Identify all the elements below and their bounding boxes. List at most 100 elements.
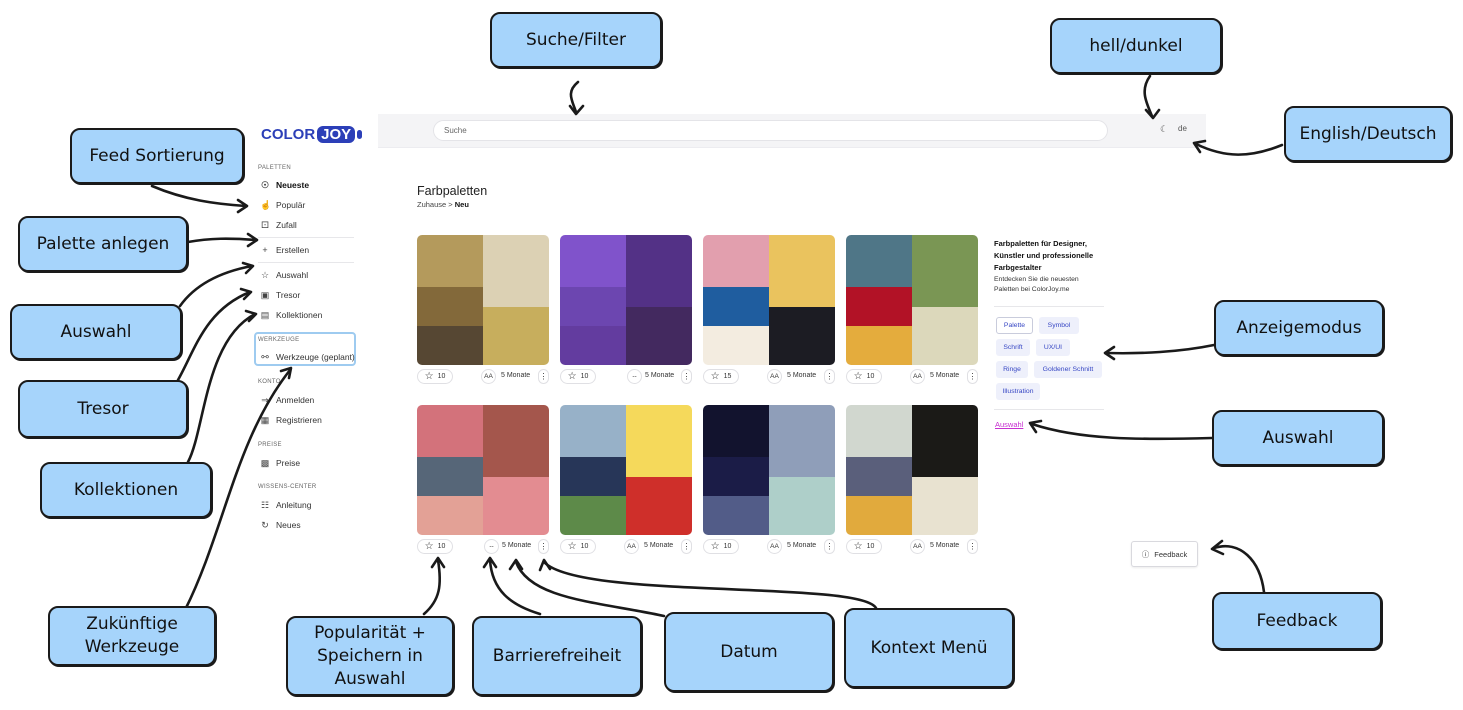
sidebar-item-preise[interactable]: ▩Preise <box>260 456 300 470</box>
like-button[interactable]: ☆10 <box>560 539 596 554</box>
like-button[interactable]: ☆10 <box>560 369 596 384</box>
sidebar-item-populaer[interactable]: ☝Populär <box>260 198 305 212</box>
color-swatch[interactable] <box>483 477 549 535</box>
context-menu-button[interactable]: ⋮ <box>538 369 549 384</box>
context-menu-button[interactable]: ⋮ <box>967 369 978 384</box>
like-button[interactable]: ☆10 <box>417 369 453 384</box>
accessibility-badge[interactable]: -- <box>627 369 642 384</box>
palette-swatches[interactable] <box>417 405 549 535</box>
color-swatch[interactable] <box>703 326 769 365</box>
accessibility-badge[interactable]: AA <box>624 539 639 554</box>
sidebar-item-registrieren[interactable]: ▦Registrieren <box>260 413 322 427</box>
color-swatch[interactable] <box>703 287 769 326</box>
auswahl-link[interactable]: Auswahl <box>995 420 1024 429</box>
palette-swatches[interactable] <box>560 405 692 535</box>
color-swatch[interactable] <box>417 405 483 457</box>
mode-chip-uxui[interactable]: UX/UI <box>1036 339 1070 356</box>
sidebar-item-werkzeuge[interactable]: ⚯Werkzeuge (geplant) <box>260 350 355 364</box>
color-swatch[interactable] <box>560 496 626 535</box>
context-menu-button[interactable]: ⋮ <box>967 539 978 554</box>
color-swatch[interactable] <box>912 477 978 535</box>
mode-chip-palette[interactable]: Palette <box>996 317 1033 334</box>
like-button[interactable]: ☆10 <box>846 369 882 384</box>
color-swatch[interactable] <box>417 326 483 365</box>
like-button[interactable]: ☆15 <box>703 369 739 384</box>
color-swatch[interactable] <box>560 326 626 365</box>
like-button[interactable]: ☆10 <box>846 539 882 554</box>
color-swatch[interactable] <box>560 457 626 496</box>
color-swatch[interactable] <box>769 307 835 365</box>
like-button[interactable]: ☆10 <box>417 539 453 554</box>
palette-swatches[interactable] <box>560 235 692 365</box>
context-menu-button[interactable]: ⋮ <box>681 539 692 554</box>
accessibility-badge[interactable]: AA <box>481 369 496 384</box>
color-swatch[interactable] <box>912 307 978 365</box>
sidebar-item-neueste[interactable]: ☉Neueste <box>260 178 309 192</box>
palette-swatches[interactable] <box>703 235 835 365</box>
color-swatch[interactable] <box>626 307 692 365</box>
color-swatch[interactable] <box>769 235 835 307</box>
sidebar-item-anleitung[interactable]: ☷Anleitung <box>260 498 312 512</box>
sidebar-item-anmelden[interactable]: ⇒Anmelden <box>260 393 314 407</box>
palette-swatches[interactable] <box>846 235 978 365</box>
sidebar-item-kollektionen[interactable]: ▤Kollektionen <box>260 308 323 322</box>
breadcrumb-home[interactable]: Zuhause > <box>417 200 453 209</box>
mode-chip-illustration[interactable]: Illustration <box>996 383 1040 400</box>
sidebar-item-erstellen[interactable]: +Erstellen <box>260 243 309 257</box>
color-swatch[interactable] <box>846 496 912 535</box>
mode-chip-schrift[interactable]: Schrift <box>996 339 1030 356</box>
accessibility-badge[interactable]: AA <box>910 369 925 384</box>
feedback-button[interactable]: ⓘ Feedback <box>1131 541 1198 567</box>
context-menu-button[interactable]: ⋮ <box>538 539 549 554</box>
accessibility-badge[interactable]: -- <box>484 539 499 554</box>
mode-chip-goldener-schnitt[interactable]: Goldener Schnitt <box>1034 361 1102 378</box>
color-swatch[interactable] <box>912 235 978 307</box>
color-swatch[interactable] <box>560 287 626 326</box>
mode-chip-symbol[interactable]: Symbol <box>1039 317 1079 334</box>
mode-chip-ringe[interactable]: Ringe <box>996 361 1028 378</box>
accessibility-badge[interactable]: AA <box>767 539 782 554</box>
accessibility-badge[interactable]: AA <box>910 539 925 554</box>
color-swatch[interactable] <box>417 457 483 496</box>
palette-card[interactable]: ☆10--5 Monate⋮ <box>417 405 549 557</box>
color-swatch[interactable] <box>846 326 912 365</box>
sidebar-item-zufall[interactable]: ⚀Zufall <box>260 218 297 232</box>
color-swatch[interactable] <box>417 287 483 326</box>
color-swatch[interactable] <box>769 477 835 535</box>
color-swatch[interactable] <box>626 405 692 477</box>
color-swatch[interactable] <box>560 235 626 287</box>
color-swatch[interactable] <box>912 405 978 477</box>
moon-icon[interactable]: ☾ <box>1160 124 1169 134</box>
color-swatch[interactable] <box>483 235 549 307</box>
color-swatch[interactable] <box>483 405 549 477</box>
language-toggle[interactable]: de <box>1178 124 1187 133</box>
sidebar-item-auswahl[interactable]: ☆Auswahl <box>260 268 308 282</box>
search-input[interactable]: Suche <box>433 120 1108 141</box>
palette-card[interactable]: ☆10--5 Monate⋮ <box>560 235 692 387</box>
palette-swatches[interactable] <box>417 235 549 365</box>
color-swatch[interactable] <box>483 307 549 365</box>
color-swatch[interactable] <box>846 457 912 496</box>
color-swatch[interactable] <box>703 405 769 457</box>
color-swatch[interactable] <box>846 235 912 287</box>
color-swatch[interactable] <box>846 405 912 457</box>
color-swatch[interactable] <box>769 405 835 477</box>
logo[interactable]: COLOR JOY <box>261 126 363 143</box>
context-menu-button[interactable]: ⋮ <box>681 369 692 384</box>
color-swatch[interactable] <box>626 477 692 535</box>
color-swatch[interactable] <box>626 235 692 307</box>
color-swatch[interactable] <box>560 405 626 457</box>
accessibility-badge[interactable]: AA <box>767 369 782 384</box>
color-swatch[interactable] <box>703 235 769 287</box>
like-button[interactable]: ☆10 <box>703 539 739 554</box>
color-swatch[interactable] <box>846 287 912 326</box>
color-swatch[interactable] <box>703 457 769 496</box>
context-menu-button[interactable]: ⋮ <box>824 539 835 554</box>
context-menu-button[interactable]: ⋮ <box>824 369 835 384</box>
